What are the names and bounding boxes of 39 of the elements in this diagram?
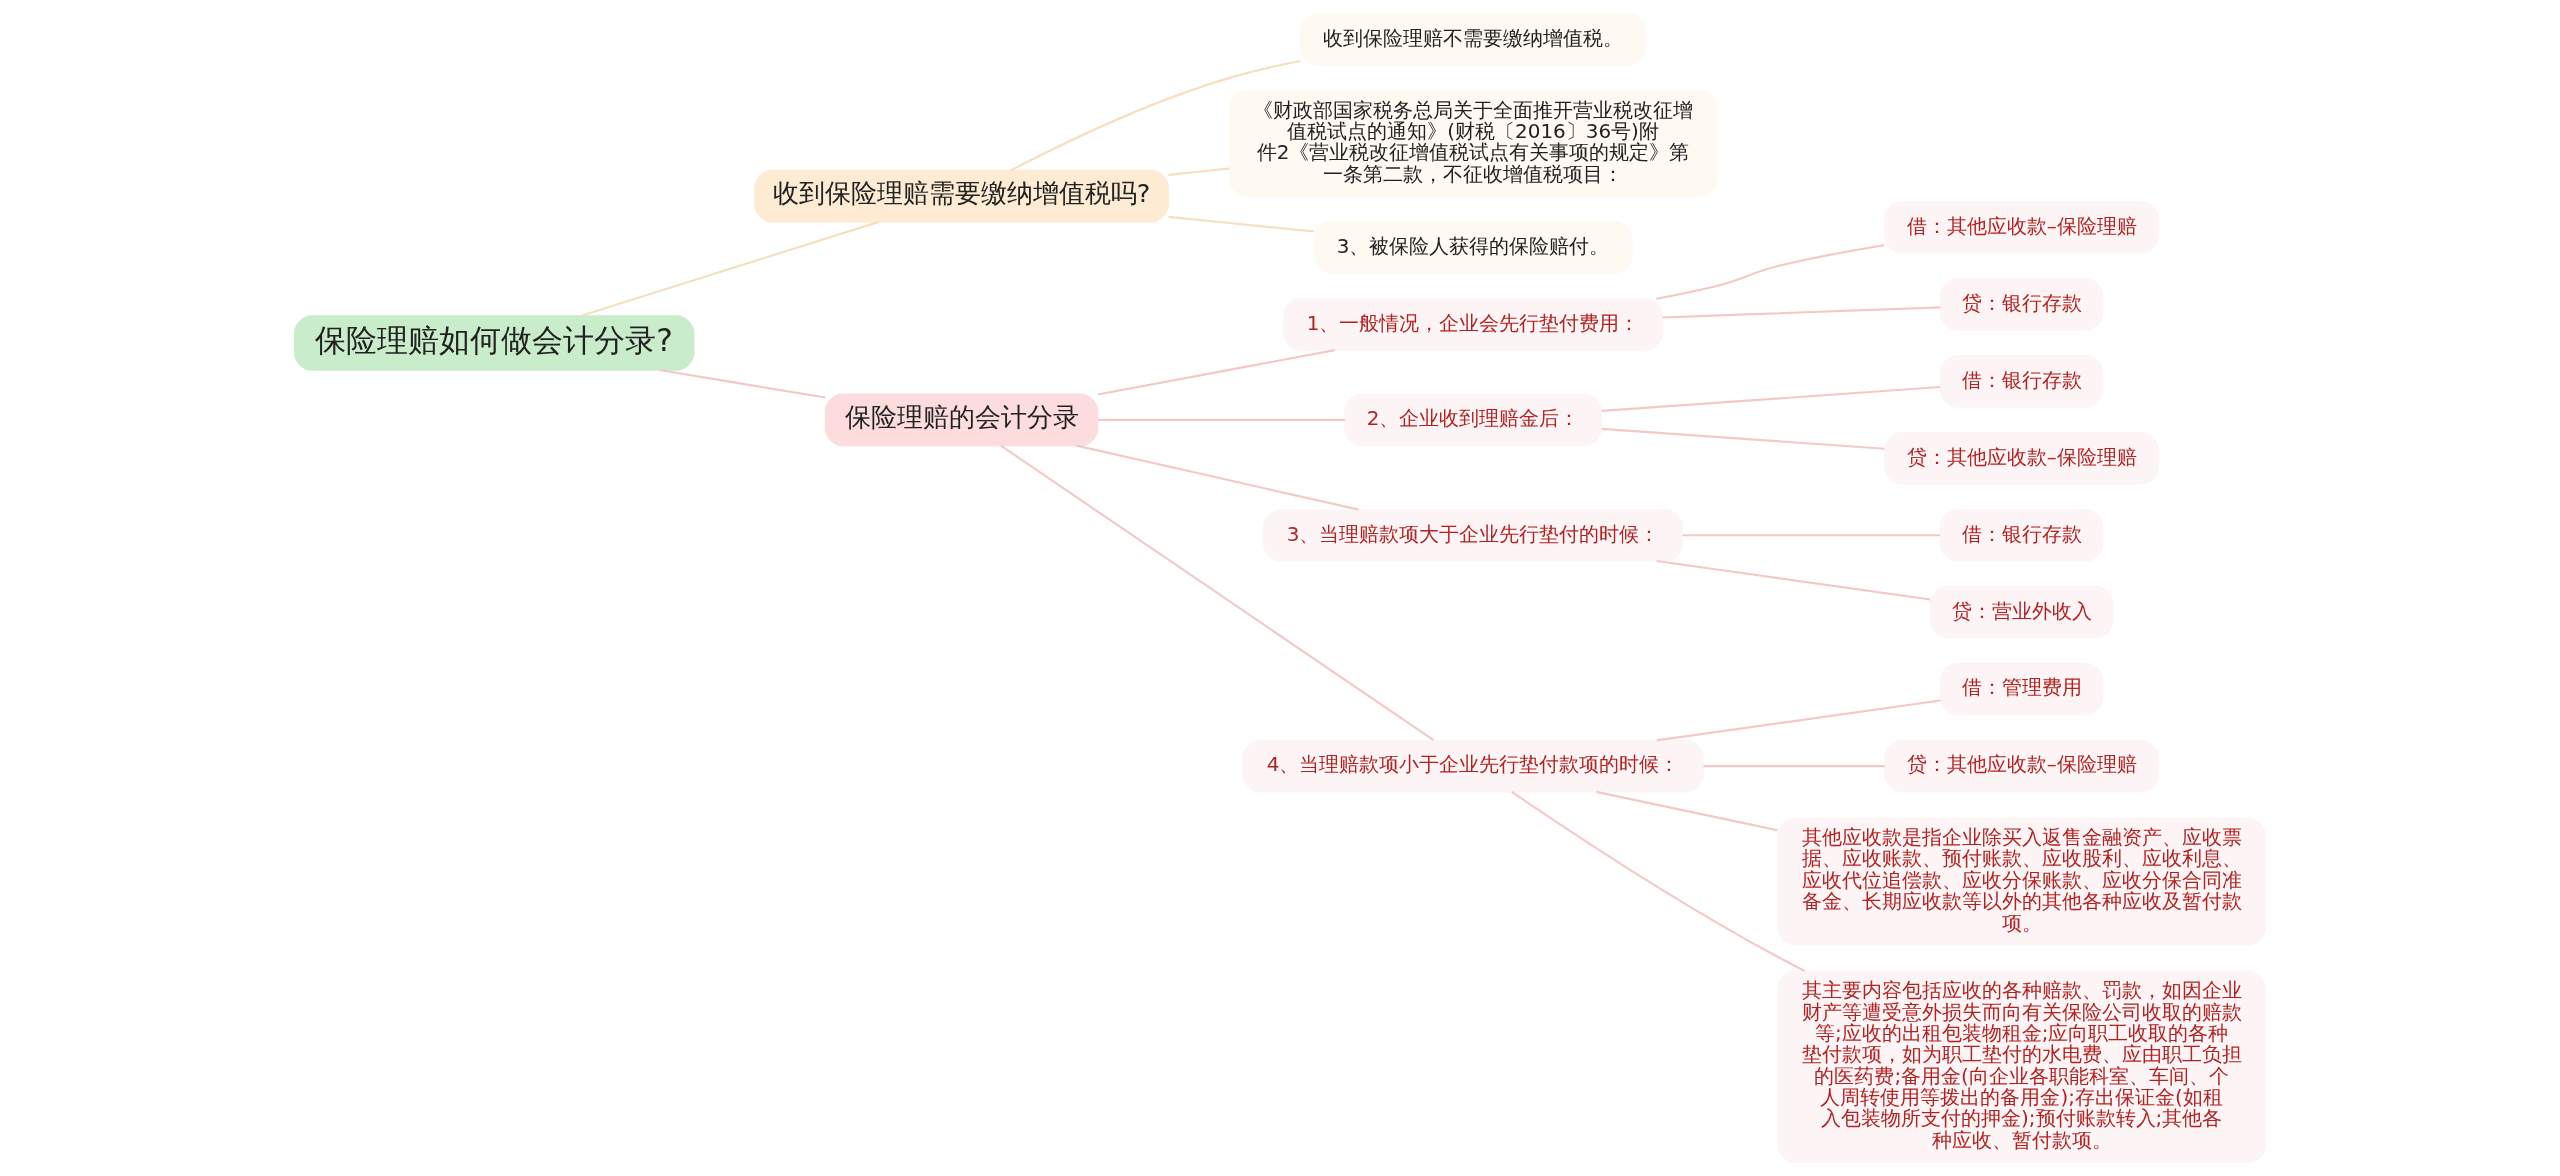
connector <box>1076 444 1359 511</box>
node-box: 4、当理赔款项小于企业先行垫付款项的时候： <box>1242 739 1704 793</box>
connector <box>1656 699 1941 742</box>
node-box: 收到保险理赔不需要缴纳增值税。 <box>1299 13 1647 66</box>
node-box: 贷：营业外收入 <box>1929 585 2114 639</box>
connector <box>1097 418 1345 421</box>
connector <box>581 220 880 317</box>
node-box: 贷：其他应收款–保险理赔 <box>1884 432 2160 485</box>
node-box: 3、当理赔款项大于企业先行垫付的时候： <box>1262 508 1684 562</box>
node-box: 贷：银行存款 <box>1939 278 2104 331</box>
node-box: 其主要内容包括应收的各种赔款、罚款，如因企业财产等遭受意外损失而向有关保险公司收取的赔款等;应收的出租包装物租金;应向职工收取的各种垫付款项，如为职工垫付的水电费、应由职工负担的医药费;备用金(向企业各职能科室、车间、个人周转使用等拨出的备用金);存出保证金(如租入包装物所支付的押金);预付账款转入;其他各种应收、暂付款项。 <box>1777 970 2266 1163</box>
node-box: 3、被保险人获得的保险赔付。 <box>1313 221 1633 274</box>
node-box: 贷：其他应收款–保险理赔 <box>1884 739 2160 793</box>
node-box: 借：管理费用 <box>1939 662 2104 716</box>
connector <box>1703 765 1885 768</box>
connector <box>1097 349 1335 396</box>
node-box: 借：银行存款 <box>1939 355 2104 408</box>
connector <box>1601 385 1941 412</box>
connector <box>1601 427 1885 450</box>
node-box: 2、企业收到理赔金后： <box>1344 393 1602 447</box>
connector <box>1682 534 1941 537</box>
node-box: 《财政部国家税务总局关于全面推开营业税改征增值税试点的通知》(财税〔2016〕36号)附件2《营业税改征增值税试点有关事项的规定》第一条第二款，不征收增值税项目： <box>1228 90 1718 197</box>
connector <box>1000 444 1435 742</box>
node-box: 收到保险理赔需要缴纳增值税吗? <box>754 169 1169 223</box>
node-box: 保险理赔如何做会计分录? <box>294 315 695 371</box>
connector <box>1511 791 1806 972</box>
node-box: 1、一般情况，企业会先行垫付费用： <box>1282 298 1664 351</box>
connector <box>1662 306 1941 319</box>
node-box: 借：其他应收款–保险理赔 <box>1884 201 2160 254</box>
connector <box>1168 215 1315 233</box>
node-box: 其他应收款是指企业除买入返售金融资产、应收票据、应收账款、预付账款、应收股利、应收利息、应收代位追偿款、应收分保账款、应收分保合同准备金、长期应收款等以外的其他各种应收及暂付款项。 <box>1777 817 2266 946</box>
connector <box>1656 244 1885 300</box>
node-box: 保险理赔的会计分录 <box>824 393 1099 447</box>
node-box: 借：银行存款 <box>1939 508 2104 562</box>
connector <box>659 369 826 399</box>
connector <box>1656 559 1931 601</box>
connector <box>1596 790 1778 832</box>
connector <box>1168 167 1230 176</box>
connector <box>1010 59 1301 172</box>
